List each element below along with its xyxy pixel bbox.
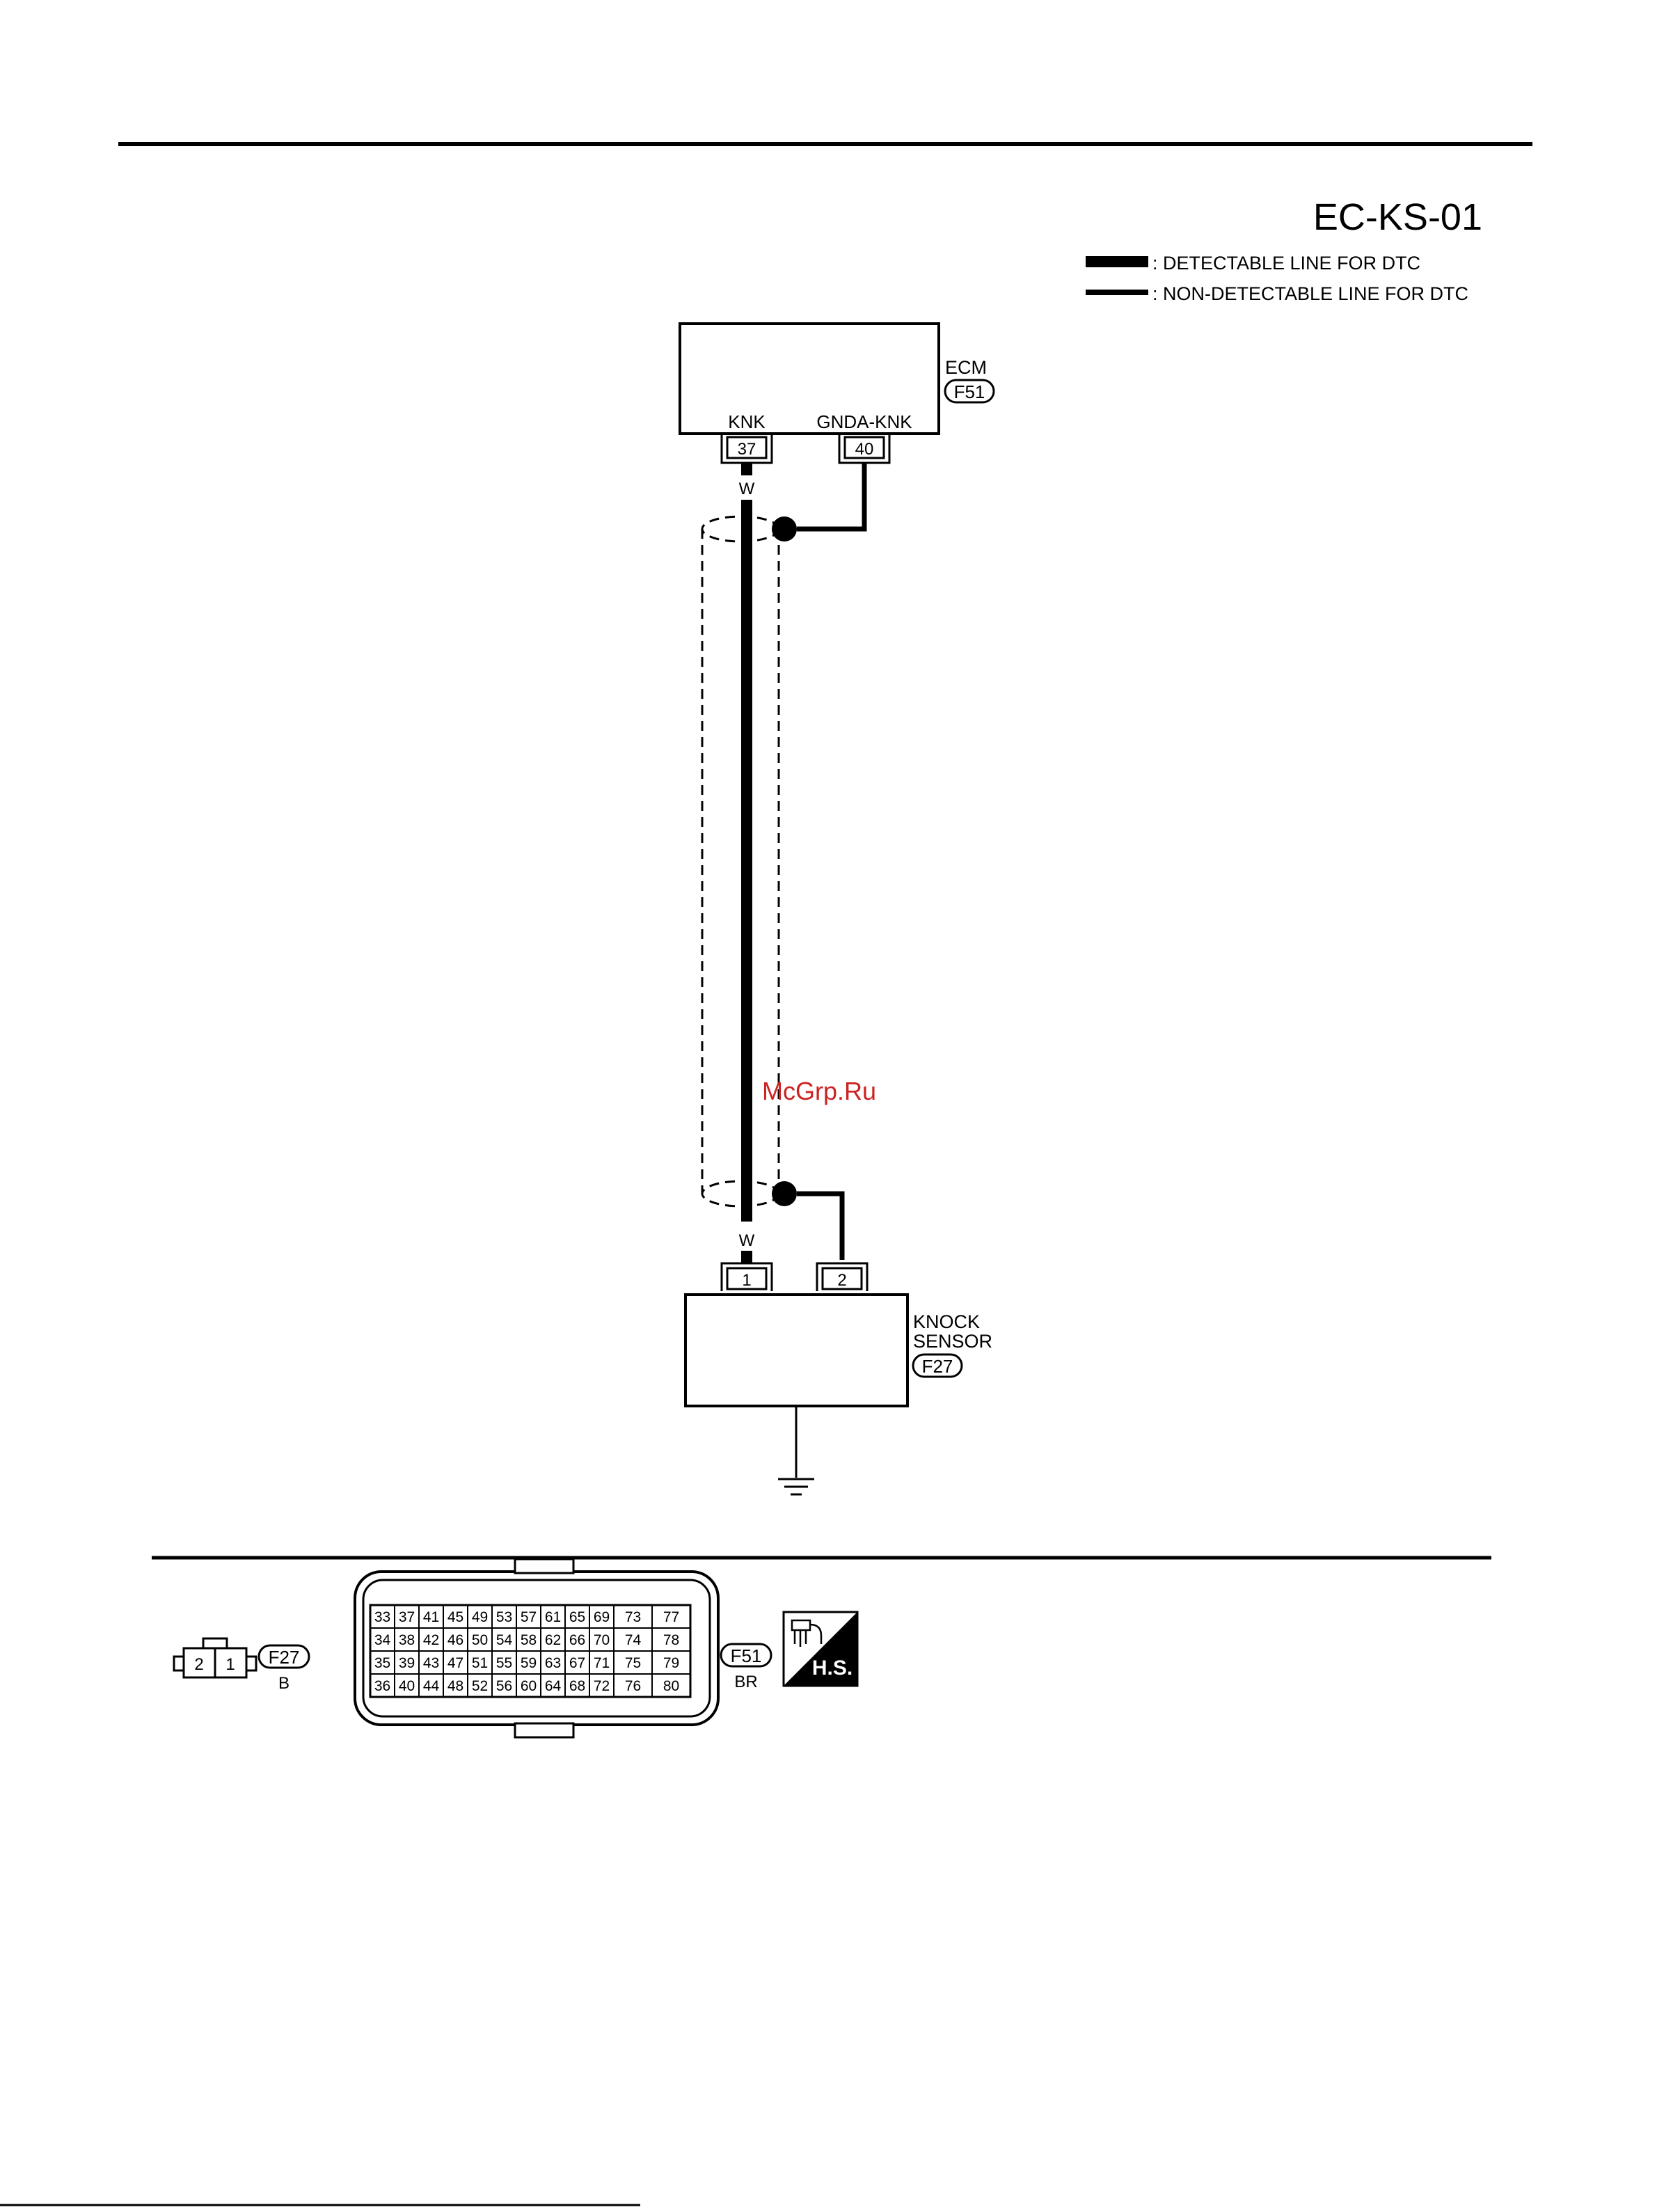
ecm-label: ECM	[945, 357, 987, 378]
connector-f27-pin-2: 2	[194, 1655, 203, 1674]
connector-f51-pin: 48	[447, 1678, 463, 1694]
connector-f51-pin: 42	[423, 1632, 439, 1648]
knock-sensor-terminal-1-number: 1	[742, 1271, 751, 1290]
ecm-terminal-37-number: 37	[738, 440, 756, 459]
connector-f51-pin: 66	[569, 1632, 585, 1648]
connector-f51-pin: 39	[399, 1655, 415, 1671]
diagram-code: EC-KS-01	[1313, 196, 1482, 238]
ecm-unit: ECM F51 KNK GNDA-KNK	[680, 324, 994, 434]
connector-f51-pin: 35	[374, 1655, 390, 1671]
connector-f51-pin: 54	[496, 1632, 513, 1648]
connector-f51-pin: 44	[423, 1678, 440, 1694]
knock-sensor-terminal-2-number: 2	[837, 1271, 846, 1290]
connector-f51-pin: 40	[399, 1678, 415, 1694]
knock-sensor-terminal-2: 2	[817, 1263, 867, 1291]
connector-f51-pin: 53	[496, 1609, 512, 1625]
connector-f51-pin: 70	[594, 1632, 610, 1648]
connector-f51-pin: 36	[374, 1678, 390, 1694]
connector-f51-pin: 79	[663, 1655, 679, 1671]
ecm-terminal-37: 37	[722, 435, 772, 463]
connector-f51-pin: 37	[399, 1609, 415, 1625]
connector-f51-pin: 76	[625, 1678, 641, 1694]
connector-f51-pin: 69	[594, 1609, 610, 1625]
connector-f27-color: B	[278, 1674, 290, 1693]
connector-f51-id: F51	[731, 1645, 762, 1666]
connector-f51-pin: 57	[521, 1609, 537, 1625]
knock-sensor-unit: KNOCK SENSOR F27	[685, 1295, 992, 1406]
connector-f51-face: 33 37 41 45 49 53 57 61 65 69 73 77 34 38 42 46 50 54 58 62…	[355, 1559, 771, 1737]
knock-sensor-terminal-1: 1	[722, 1263, 772, 1291]
connector-f51-pin: 38	[399, 1632, 415, 1648]
connector-f51-pin: 52	[472, 1678, 488, 1694]
ecm-terminal-gnda-label: GNDA-KNK	[816, 411, 912, 432]
connector-f51-pin: 78	[663, 1632, 679, 1648]
connector-f51-pin: 58	[521, 1632, 537, 1648]
connector-f51-pin: 80	[663, 1678, 679, 1694]
connector-f51-pin: 61	[545, 1609, 561, 1625]
connector-f51-pin: 60	[521, 1678, 537, 1694]
knock-sensor-box	[685, 1295, 907, 1406]
hs-badge-text: H.S.	[812, 1657, 853, 1680]
connector-f51-pin: 77	[663, 1609, 679, 1625]
connector-f51-pin: 64	[545, 1678, 562, 1694]
connector-f51-pin: 71	[594, 1655, 610, 1671]
connector-f51-pin: 67	[569, 1655, 585, 1671]
connector-f51-pin: 41	[423, 1609, 439, 1625]
connector-f51-pin: 63	[545, 1655, 561, 1671]
knock-sensor-label-line1: KNOCK	[913, 1311, 980, 1332]
connector-f51-pin: 65	[569, 1609, 585, 1625]
connector-f51-pin: 51	[472, 1655, 488, 1671]
connector-f51-pin: 33	[374, 1609, 390, 1625]
knock-sensor-label-line2: SENSOR	[913, 1331, 992, 1352]
connector-f51-pin: 73	[625, 1609, 641, 1625]
wire-gnda-top	[797, 463, 864, 529]
connector-f27-id: F27	[269, 1647, 300, 1668]
connector-f51-pin: 72	[594, 1678, 610, 1694]
connector-f51-color: BR	[734, 1673, 757, 1691]
connector-f51-pin: 75	[625, 1655, 641, 1671]
knock-sensor-connector-label: F27	[922, 1356, 953, 1377]
shield-splice-bottom	[772, 1181, 797, 1206]
ecm-terminal-40-number: 40	[855, 440, 874, 459]
connector-f51-pin: 59	[521, 1655, 537, 1671]
ecm-terminal-40: 40	[839, 435, 889, 463]
ecm-terminal-knk-label: KNK	[728, 411, 766, 432]
ecm-connector-label: F51	[954, 381, 985, 402]
connector-f51-pin: 56	[496, 1678, 512, 1694]
connector-f51-pin: 34	[374, 1632, 391, 1648]
connector-f51-pin: 62	[545, 1632, 561, 1648]
wire-gnda-bottom	[797, 1194, 842, 1260]
watermark: McGrp.Ru	[762, 1077, 876, 1105]
connector-f51-pin: 47	[447, 1655, 463, 1671]
connector-f51-pin: 50	[472, 1632, 488, 1648]
connector-f51-pin: 49	[472, 1609, 488, 1625]
connector-f51-pin: 55	[496, 1655, 512, 1671]
connector-f51-pin: 45	[447, 1609, 463, 1625]
hs-badge: H.S.	[784, 1612, 857, 1686]
shield-splice-top	[772, 516, 797, 542]
connector-f27-pin-1: 1	[225, 1655, 235, 1674]
connector-f51-pin: 46	[447, 1632, 463, 1648]
legend-detectable-text: : DETECTABLE LINE FOR DTC	[1152, 253, 1420, 274]
connector-f51-pin-grid: 33 37 41 45 49 53 57 61 65 69 73 77 34 38 42 46 50 54 58 62…	[370, 1605, 690, 1697]
connector-f51-pin: 43	[423, 1655, 439, 1671]
wire-color-top: W	[739, 480, 755, 498]
connector-f51-pin: 74	[625, 1632, 642, 1648]
connector-f27-face: 2 1 F27 B	[174, 1638, 309, 1693]
legend-non-detectable-text: : NON-DETECTABLE LINE FOR DTC	[1152, 283, 1468, 304]
wire-color-bottom: W	[739, 1231, 755, 1250]
connector-f51-pin: 68	[569, 1678, 585, 1694]
legend: : DETECTABLE LINE FOR DTC : NON-DETECTAB…	[1086, 253, 1468, 304]
ground-symbol	[778, 1406, 814, 1494]
